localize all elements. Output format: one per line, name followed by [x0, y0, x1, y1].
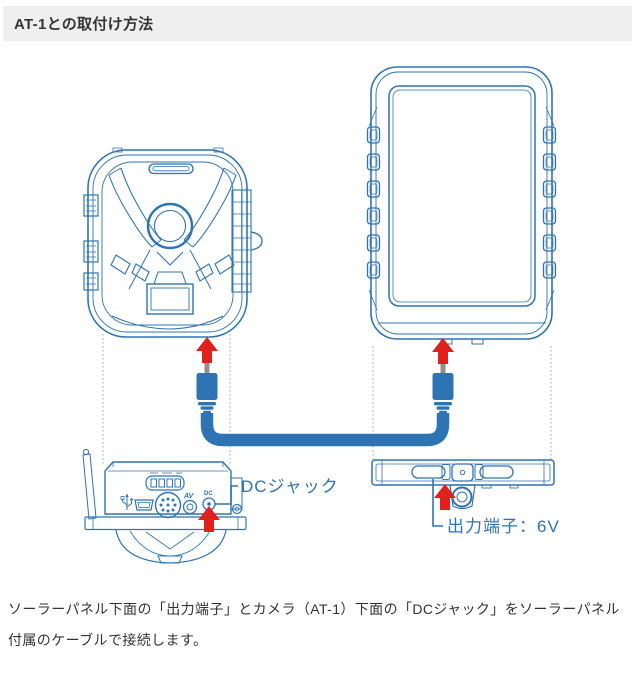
camera-latch: [231, 189, 263, 293]
camera-bottom-drawing: AV DC: [82, 448, 247, 564]
mode-switch: [145, 472, 185, 491]
section-header: AT-1との取付け方法: [3, 6, 632, 41]
solar-cell-area: [388, 85, 536, 307]
output-terminal: [411, 465, 446, 479]
dc-jack-callout: DCジャック: [198, 477, 339, 532]
av-port-label: AV: [183, 493, 195, 500]
page-title: AT-1との取付け方法: [14, 16, 154, 33]
camera-hinge: [83, 194, 99, 291]
pir-sensor-window: [146, 283, 194, 315]
camera-lens: [146, 202, 194, 250]
dc-plug-left: [196, 362, 218, 415]
camera-belly: [115, 529, 227, 564]
up-arrow-icon: [198, 506, 220, 532]
description-text: ソーラーパネル下面の「出力端子」とカメラ（AT-1）下面の「DCジャック」をソー…: [8, 601, 620, 648]
strap-bar: [84, 516, 247, 531]
output-terminal-label: 出力端子：6V: [447, 517, 560, 536]
solar-panel-front-drawing: [366, 66, 557, 345]
solar-panel-bottom-drawing: [371, 459, 555, 510]
dc-plug-right: [432, 362, 454, 415]
up-arrow-icon: [432, 338, 454, 364]
connection-cable: [196, 337, 454, 447]
mini-usb-port: [134, 499, 154, 511]
cable: [200, 413, 450, 447]
usb-icon: [120, 493, 133, 510]
av-port: AV: [182, 493, 198, 515]
output-terminal-callout: 出力端子：6V: [432, 479, 560, 536]
guide-lines: [102, 334, 552, 466]
installation-diagram: AV DC: [82, 66, 560, 564]
dc-jack-label: DCジャック: [241, 477, 339, 496]
dc-port-label: DC: [204, 491, 213, 497]
camera-front-drawing: [83, 147, 263, 338]
side-bracket: [231, 477, 243, 515]
up-arrow-icon: [196, 337, 218, 363]
antenna: [82, 448, 97, 520]
